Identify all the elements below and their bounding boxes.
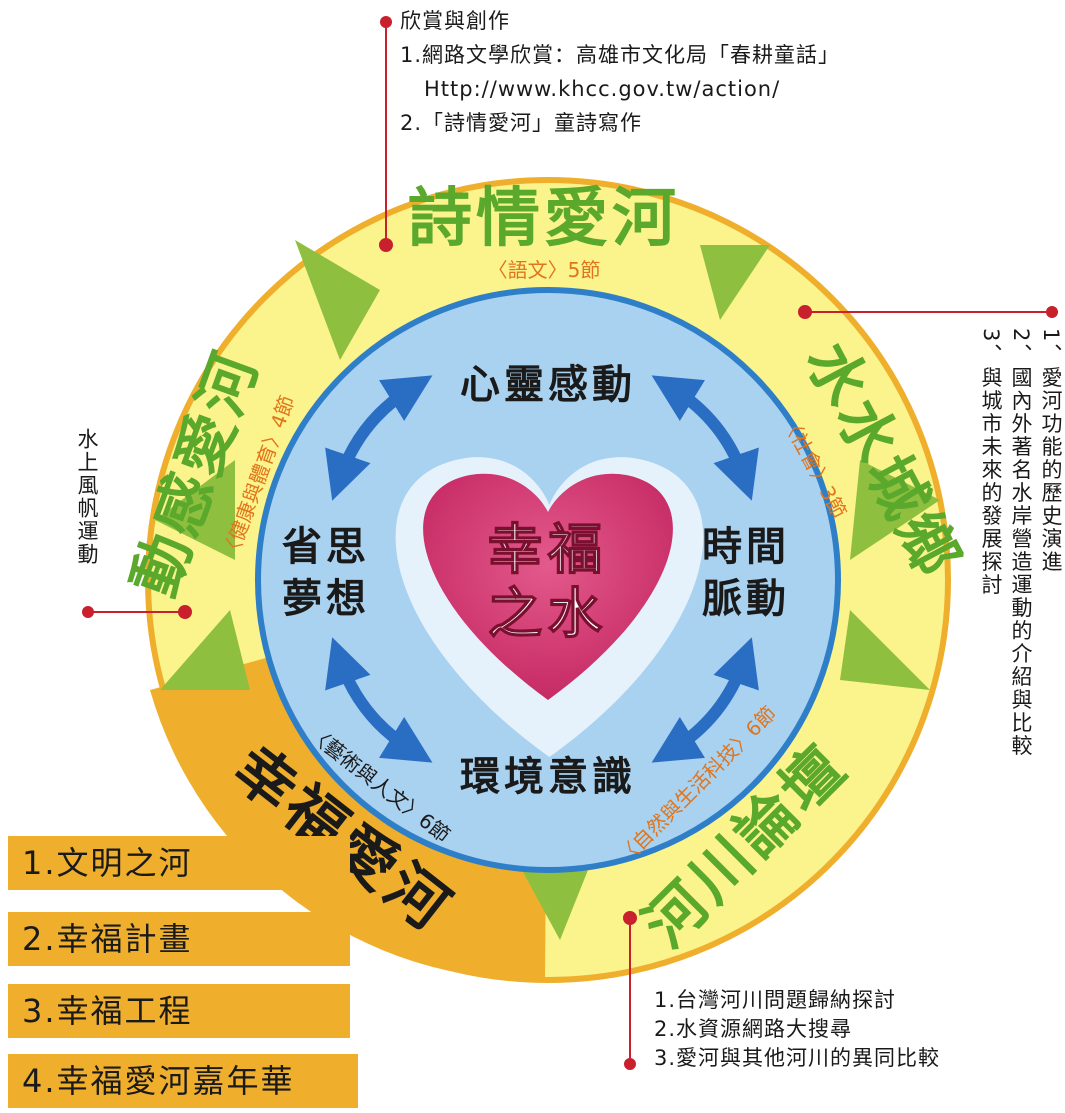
inner-top: 心靈感動 bbox=[460, 362, 636, 408]
top-note: 欣賞與創作 1.網路文學欣賞：高雄市文化局「春耕童話」 Http://www.k… bbox=[400, 4, 840, 140]
pointer-dot bbox=[798, 305, 812, 319]
arrow-top-right bbox=[651, 375, 759, 501]
top-note-heading: 欣賞與創作 bbox=[400, 9, 510, 33]
center-line1: 幸福 bbox=[488, 518, 608, 581]
bottom-note-item-2: 2.水資源網路大搜尋 bbox=[654, 1017, 853, 1041]
pointer-dot bbox=[623, 911, 637, 925]
star-point bbox=[160, 610, 250, 690]
star-point bbox=[295, 240, 380, 360]
pointer-dot bbox=[1046, 306, 1058, 318]
list-item-2: 2.幸福計畫 bbox=[8, 912, 350, 966]
pointer-dot bbox=[82, 606, 94, 618]
arrow-bottom-left bbox=[325, 637, 433, 763]
bottom-note-item-1: 1.台灣河川問題歸納探討 bbox=[654, 988, 897, 1012]
inner-right-line1: 時間 bbox=[702, 524, 790, 570]
theme-sub-top: 〈語文〉5節 bbox=[488, 258, 601, 282]
top-note-url: Http://www.khcc.gov.tw/action/ bbox=[424, 77, 781, 101]
theme-title-top: 詩情愛河 bbox=[408, 182, 680, 256]
right-note-item-2: 2、國內外著名水岸營造運動的介紹與比較 bbox=[1009, 328, 1033, 758]
inner-left-line2: 夢想 bbox=[282, 576, 370, 622]
bottom-note: 1.台灣河川問題歸納探討 2.水資源網路大搜尋 3.愛河與其他河川的異同比較 bbox=[654, 986, 940, 1073]
center-line2: 之水 bbox=[488, 582, 608, 645]
list-item-4: 4.幸福愛河嘉年華 bbox=[8, 1054, 358, 1108]
star-point bbox=[700, 245, 770, 320]
right-note-item-1: 1、愛河功能的歷史演進 bbox=[1039, 328, 1063, 574]
star-point bbox=[850, 460, 940, 560]
star-point bbox=[840, 610, 930, 690]
list-item-1: 1.文明之河 bbox=[8, 836, 350, 890]
right-note-item-3: 3、與城市未來的發展探討 bbox=[979, 328, 1003, 597]
cycle-arrows bbox=[325, 375, 759, 763]
top-note-item-2: 2.「詩情愛河」童詩寫作 bbox=[400, 111, 643, 135]
pointer-dot bbox=[380, 16, 392, 28]
pointer-dot bbox=[178, 605, 192, 619]
top-note-item-1: 1.網路文學欣賞：高雄市文化局「春耕童話」 bbox=[400, 43, 841, 67]
pointer-lines bbox=[82, 16, 1058, 1070]
arrow-top-left bbox=[325, 375, 433, 501]
heart-shape bbox=[423, 473, 673, 700]
pointer-dot bbox=[624, 1058, 636, 1070]
inner-left-line1: 省思 bbox=[282, 524, 370, 570]
pointer-dot bbox=[379, 238, 393, 252]
star-point bbox=[155, 460, 235, 560]
arrow-bottom-right bbox=[651, 637, 759, 763]
inner-bottom: 環境意識 bbox=[460, 754, 636, 800]
list-item-3: 3.幸福工程 bbox=[8, 984, 350, 1038]
bottom-note-item-3: 3.愛河與其他河川的異同比較 bbox=[654, 1046, 941, 1070]
left-note: 水上風帆運動 bbox=[75, 428, 99, 566]
inner-right-line2: 脈動 bbox=[702, 576, 790, 622]
